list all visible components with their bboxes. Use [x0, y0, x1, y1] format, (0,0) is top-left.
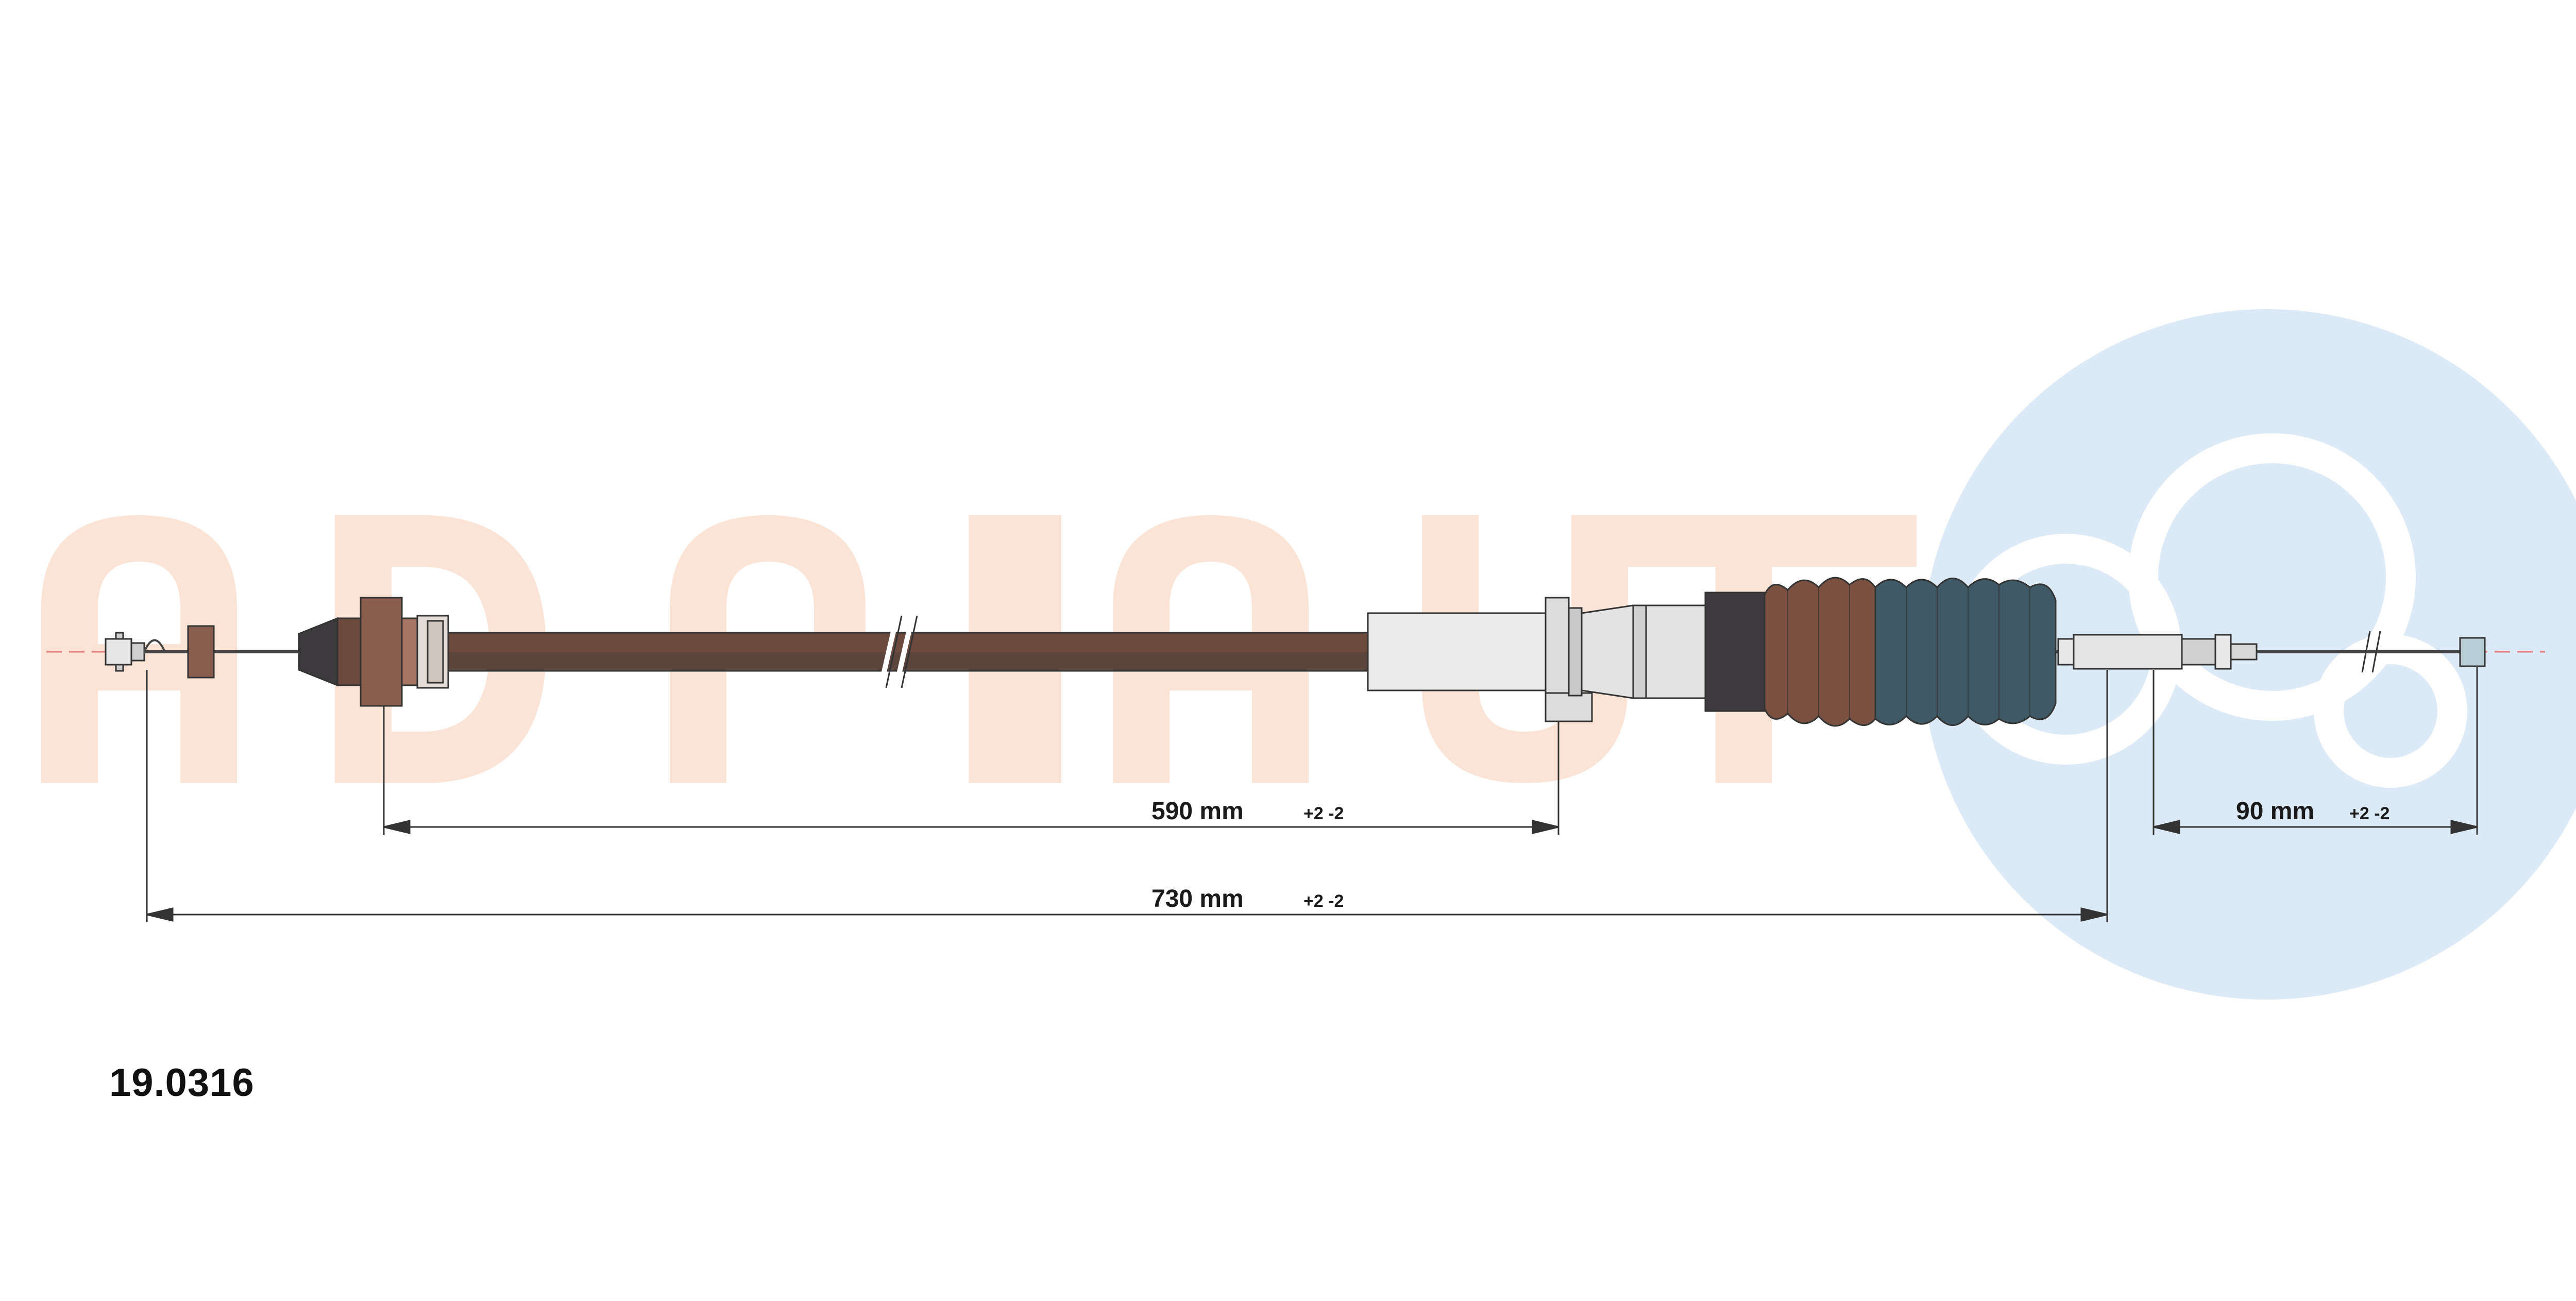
left-fitting — [360, 597, 449, 707]
wire-break-mark — [2361, 631, 2381, 673]
dim-730-line — [146, 907, 2108, 922]
dim-730-tolerance: +2 -2 — [1303, 891, 1344, 911]
bellows-boot — [1764, 577, 2057, 727]
dim-730-label: 730 mm — [1151, 885, 1244, 913]
dim-590-line — [383, 820, 1559, 834]
wire-stop-block — [187, 625, 215, 679]
boot-housing — [1704, 592, 1766, 712]
dim-90-tolerance: +2 -2 — [2349, 804, 2389, 823]
wire-bend — [143, 639, 166, 652]
left-ferrule — [298, 617, 362, 687]
right-end-nipple — [2459, 637, 2486, 667]
dim-590-tolerance: +2 -2 — [1303, 804, 1344, 823]
threaded-adjuster — [2057, 634, 2258, 670]
cable-assembly — [105, 577, 2486, 727]
dim-590-label: 590 mm — [1151, 798, 1244, 825]
metal-sleeve — [1367, 612, 1547, 691]
dim-90-line — [2153, 820, 2478, 834]
dimension-lines — [146, 667, 2478, 922]
bracket-clip — [1545, 597, 1593, 722]
dim-90-label: 90 mm — [2236, 798, 2314, 825]
dimension-labels: 590 mm +2 -2 730 mm +2 -2 90 mm +2 -2 — [1151, 798, 2389, 913]
sheath-break-mark — [878, 617, 914, 686]
part-number: 19.0316 — [109, 1061, 255, 1105]
